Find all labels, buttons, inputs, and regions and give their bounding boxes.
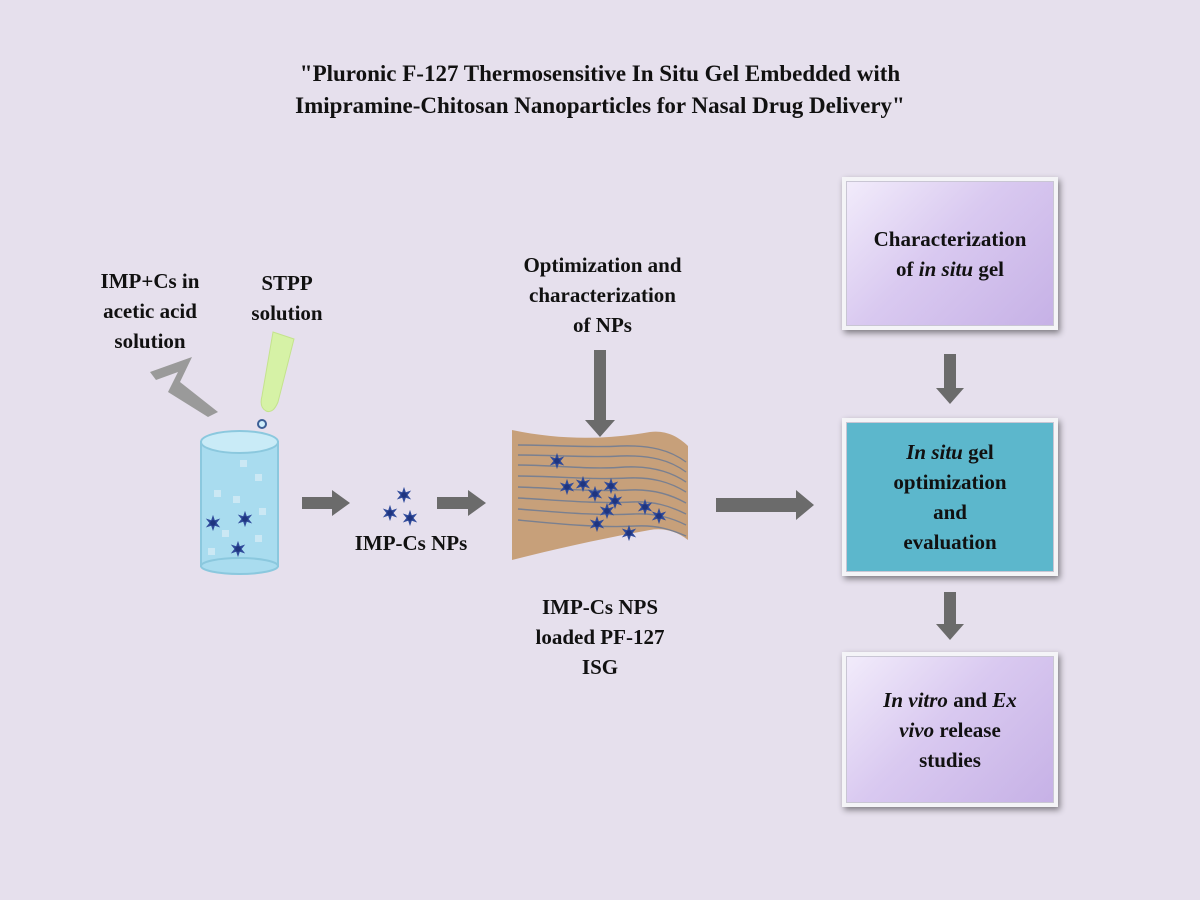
- optimization-label: Optimization and characterization of NPs: [490, 250, 715, 340]
- diagram-title: "Pluronic F-127 Thermosensitive In Situ …: [0, 58, 1200, 122]
- title-line-2: Imipramine-Chitosan Nanoparticles for Na…: [295, 93, 905, 118]
- release-line-3: studies: [919, 747, 981, 772]
- imp-cs-line-3: solution: [114, 329, 186, 353]
- release-studies-box: In vitro and Ex vivo release studies: [842, 652, 1058, 807]
- optimization-line-3: of NPs: [573, 313, 632, 337]
- characterization-box: Characterization of in situ gel: [842, 177, 1058, 330]
- release-line-1: In vitro and Ex: [883, 687, 1017, 712]
- insitu-line-4: evaluation: [903, 530, 997, 554]
- loaded-gel-line-1: IMP-Cs NPS: [541, 595, 659, 619]
- insitu-line-3: and: [933, 500, 967, 524]
- loaded-gel-label: IMP-Cs NPS loaded PF-127 ISG: [490, 592, 710, 682]
- loaded-gel-line-3: ISG: [581, 655, 619, 679]
- imp-cs-solution-label: IMP+Cs in acetic acid solution: [70, 266, 230, 356]
- nanoparticle-icon: [402, 509, 418, 527]
- arrow-icon: [936, 592, 964, 640]
- characterization-line-1: Characterization: [873, 226, 1027, 251]
- title-line-1: "Pluronic F-127 Thermosensitive In Situ …: [299, 61, 901, 86]
- insitu-optimization-box: In situ gel optimization and evaluation: [842, 418, 1058, 576]
- characterization-line-2: of in situ gel: [896, 256, 1004, 281]
- release-line-2: vivo release: [899, 717, 1001, 742]
- nanoparticle-icon: [382, 504, 398, 522]
- free-nanoparticles: [382, 486, 418, 527]
- stpp-line-1: STPP: [261, 271, 313, 295]
- gel-sheet-icon: [512, 430, 688, 560]
- insitu-line-2: optimization: [893, 470, 1007, 494]
- loaded-gel-line-2: loaded PF-127: [535, 625, 665, 649]
- stpp-solution-label: STPP solution: [222, 268, 352, 328]
- stpp-line-2: solution: [251, 301, 323, 325]
- arrow-icon: [716, 490, 814, 520]
- pipette-icon: [260, 331, 295, 413]
- arrow-icon: [936, 354, 964, 404]
- insitu-line-1: In situ gel: [906, 440, 994, 464]
- arrow-icon: [437, 490, 486, 516]
- arrow-icon: [585, 350, 615, 437]
- imp-cs-line-1: IMP+Cs in: [100, 269, 200, 293]
- nanoparticle-icon: [396, 486, 412, 504]
- arrow-icon: [302, 490, 350, 516]
- lightning-icon: [150, 357, 218, 417]
- optimization-line-2: characterization: [529, 283, 676, 307]
- imp-cs-line-2: acetic acid: [103, 299, 197, 323]
- imp-cs-nps-label: IMP-Cs NPs: [354, 531, 468, 555]
- beaker-icon: [200, 430, 279, 575]
- optimization-line-1: Optimization and: [523, 253, 682, 277]
